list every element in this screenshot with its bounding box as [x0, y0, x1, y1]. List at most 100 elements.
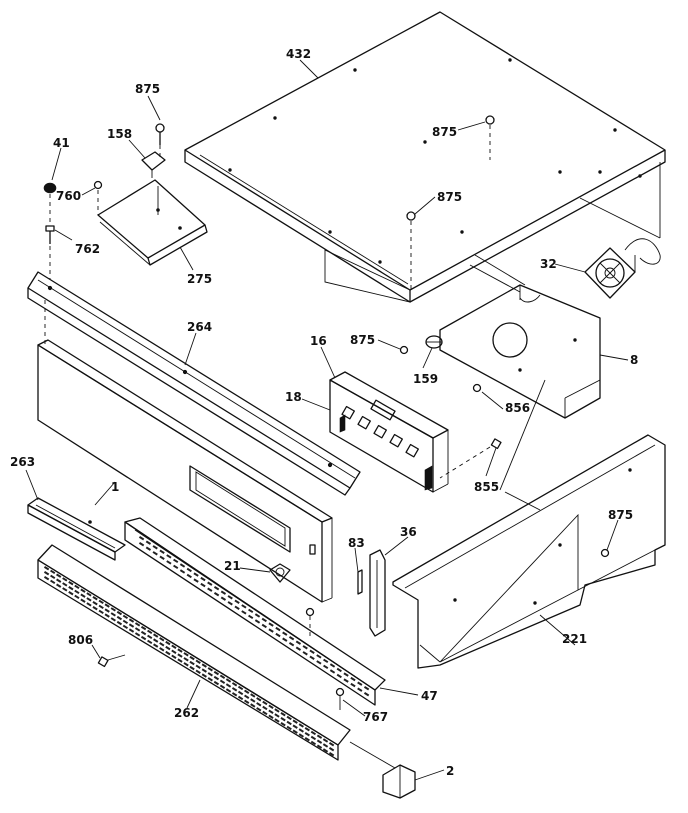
vent-slot	[207, 587, 213, 592]
vent-slot	[219, 684, 226, 689]
callout-158: 158	[107, 127, 132, 141]
vent-slot	[323, 664, 329, 670]
vent-slot	[261, 623, 267, 629]
vent-slot	[201, 663, 207, 668]
vent-slot	[186, 573, 192, 579]
vent-slot	[122, 624, 129, 630]
vent-slot	[328, 751, 335, 757]
vent-slot	[268, 709, 274, 714]
vent-slot	[237, 685, 244, 691]
thermostat-159	[425, 335, 443, 349]
vent-slot	[200, 582, 206, 588]
vent-slot	[274, 713, 280, 718]
vent-slot	[147, 629, 153, 635]
top-cover-panel	[184, 11, 666, 303]
vent-slot	[343, 672, 349, 677]
callout-264: 264	[187, 320, 212, 334]
vent-slot	[268, 622, 274, 627]
vent-slot	[153, 633, 159, 638]
vent-slot	[363, 686, 370, 691]
vent-slot	[231, 687, 238, 692]
vent-slot	[250, 703, 256, 708]
end-cap-2	[382, 764, 416, 799]
vent-slot	[159, 637, 165, 642]
vent-slot	[292, 729, 298, 734]
vent-slot	[195, 664, 201, 669]
vent-slot	[98, 604, 104, 610]
vent-slot	[80, 593, 86, 598]
vent-slot	[282, 637, 288, 642]
vent-slot	[86, 602, 92, 607]
screw-875-top-mid	[406, 211, 416, 290]
vent-slot	[207, 581, 213, 586]
vent-slot	[227, 595, 233, 600]
vent-slot	[219, 674, 226, 679]
vent-slot	[62, 577, 68, 582]
vent-slot	[86, 597, 92, 602]
vent-slot	[207, 667, 213, 672]
vent-slot	[310, 735, 317, 741]
vent-slot	[104, 608, 110, 613]
vent-slot	[220, 590, 227, 595]
vent-slot	[74, 589, 80, 595]
vent-slot	[80, 588, 86, 593]
callout-32: 32	[540, 257, 557, 271]
callout-labels: 432 875 158 875 41 760 875 762 275 32 26…	[10, 47, 638, 778]
vent-slot	[110, 607, 116, 612]
vent-slot	[56, 573, 62, 578]
vent-slot	[298, 728, 304, 733]
vent-slot	[183, 662, 189, 667]
callout-762: 762	[75, 242, 100, 256]
vent-slot	[193, 578, 199, 583]
callout-875-side: 875	[608, 508, 633, 522]
vent-slot	[140, 635, 147, 641]
callout-2: 2	[446, 764, 454, 778]
vent-slot	[116, 620, 123, 626]
vent-slot	[43, 575, 50, 581]
vent-slot	[304, 732, 310, 737]
vent-slot	[274, 708, 280, 713]
vent-slot	[186, 567, 192, 573]
vent-slot	[213, 680, 220, 686]
vent-slot	[310, 730, 317, 736]
switch-158	[141, 151, 166, 178]
vent-slot	[309, 655, 315, 660]
callout-856: 856	[505, 401, 530, 415]
vent-slot	[128, 628, 135, 633]
vent-slot	[207, 672, 213, 677]
vent-slot	[116, 615, 123, 621]
vent-slot	[262, 710, 268, 716]
vent-slot	[116, 610, 123, 616]
vent-slot	[50, 574, 56, 580]
vent-slot	[152, 545, 158, 550]
vent-slot	[261, 617, 267, 623]
timer-module-16	[329, 371, 449, 493]
vent-slot	[189, 665, 195, 671]
vent-slot	[171, 654, 177, 659]
vent-slot	[241, 604, 247, 609]
rear-bracket-8	[439, 254, 601, 419]
vent-slot	[316, 660, 322, 665]
vent-slot	[56, 583, 62, 588]
vent-slot	[165, 640, 171, 646]
vent-slot	[201, 673, 207, 678]
vent-slot	[56, 578, 62, 583]
vent-slot	[280, 721, 286, 727]
vent-slot	[98, 609, 104, 615]
vent-slot	[286, 725, 292, 731]
vent-slot	[329, 663, 336, 668]
vent-slot	[323, 658, 329, 664]
vent-slot	[195, 669, 201, 674]
vent-slot	[68, 591, 74, 596]
side-panel-221	[392, 434, 666, 669]
bracket-83	[357, 569, 363, 595]
vent-slot	[275, 626, 281, 632]
vent-slot	[256, 697, 262, 702]
vent-slot	[286, 720, 292, 726]
vent-slot	[50, 579, 56, 585]
callout-875-bracket-8: 875	[350, 333, 375, 347]
vent-slot	[343, 678, 349, 683]
vent-slot	[92, 595, 98, 601]
vent-slot	[140, 625, 147, 631]
vent-slot	[244, 694, 250, 699]
